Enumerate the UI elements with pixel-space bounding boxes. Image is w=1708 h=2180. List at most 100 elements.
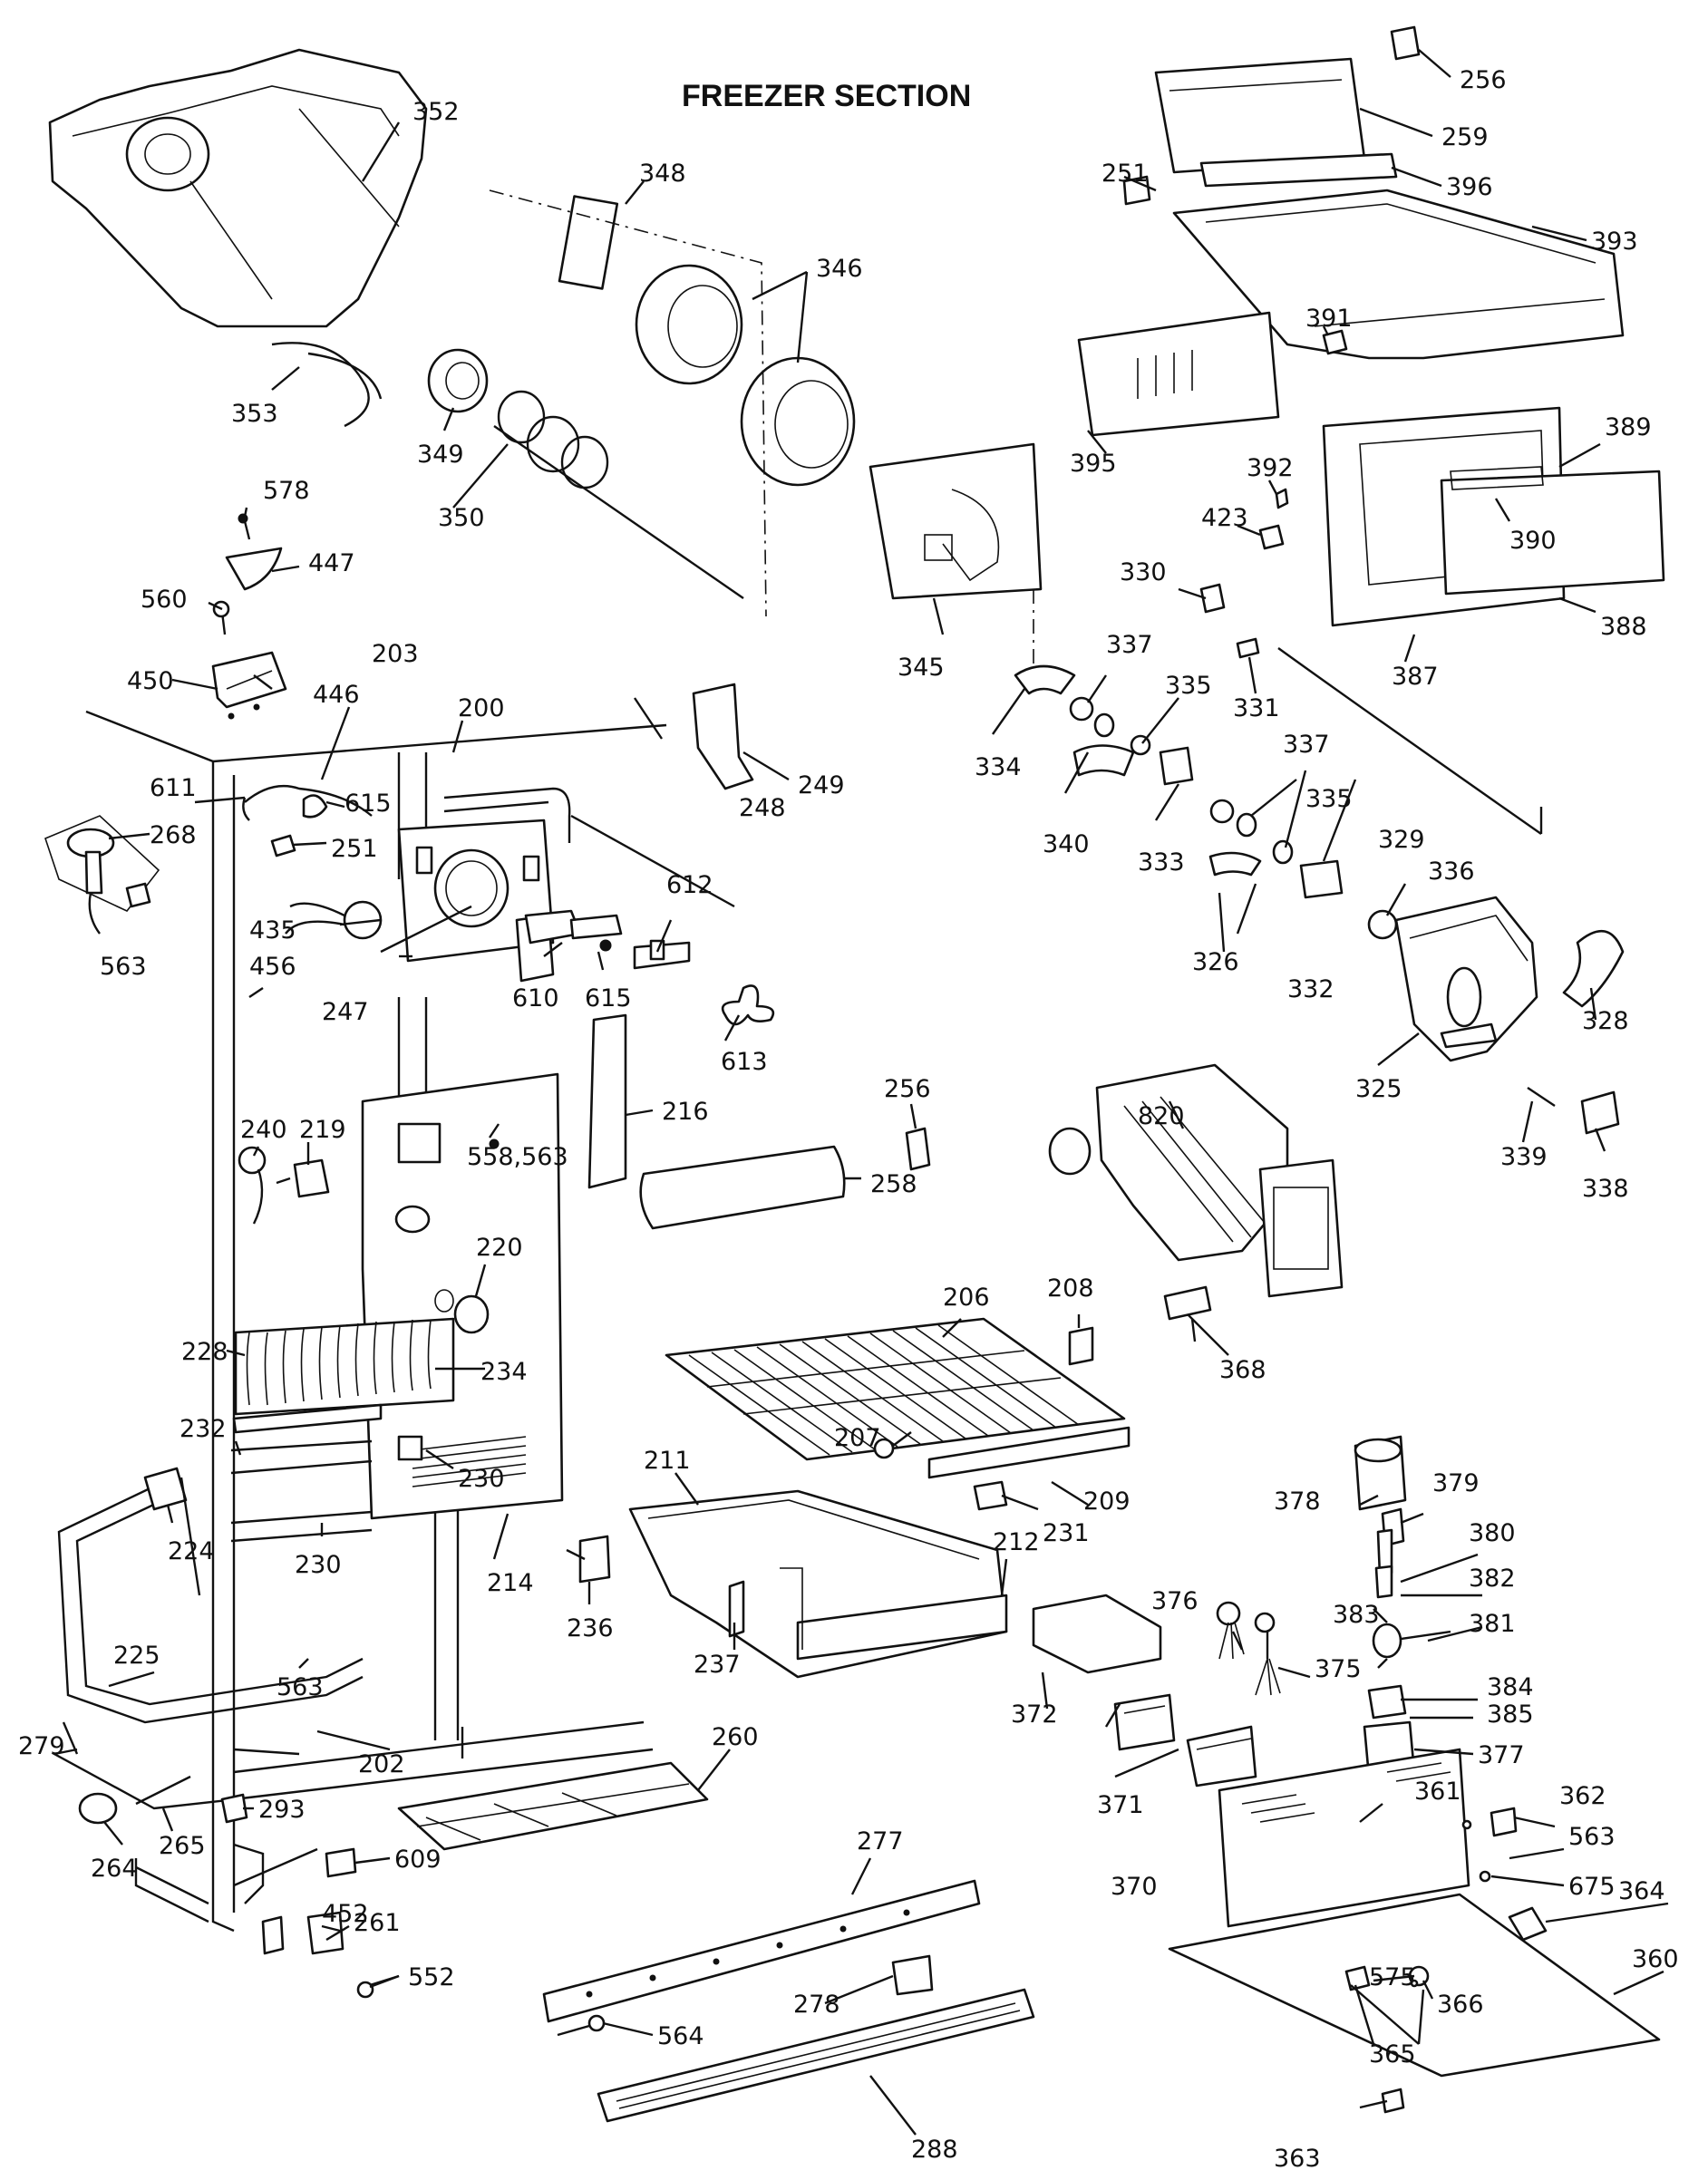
part-label: 385: [1487, 1700, 1534, 1729]
part-label: 293: [258, 1796, 306, 1824]
part-label: 365: [1369, 2040, 1416, 2069]
part-label: 435: [249, 916, 296, 945]
part-label: 340: [1043, 830, 1090, 858]
part-label: 288: [911, 2136, 958, 2164]
part-label: 560: [141, 586, 188, 614]
part-label: 675: [1568, 1873, 1616, 1901]
part-label: 337: [1106, 631, 1153, 659]
part-label: 563: [100, 953, 147, 981]
part-label: 447: [308, 549, 355, 577]
part-label: 552: [408, 1963, 455, 1991]
part-label: 203: [372, 640, 419, 668]
part-label: 380: [1469, 1519, 1516, 1547]
part-label: 208: [1047, 1274, 1094, 1303]
part-label: 558,563: [467, 1143, 568, 1171]
part-label: 232: [180, 1415, 227, 1443]
part-label: 371: [1097, 1791, 1144, 1819]
evaporator-coil: [232, 1317, 455, 1434]
part-label: 353: [231, 400, 278, 428]
part-label: 382: [1469, 1565, 1516, 1593]
part-label: 260: [712, 1723, 759, 1751]
part-label: 279: [18, 1732, 65, 1760]
part-label: 615: [345, 790, 392, 818]
part-label: 334: [975, 753, 1022, 781]
part-label: 376: [1151, 1587, 1199, 1615]
part-label: 578: [263, 477, 310, 505]
part-label: 216: [662, 1098, 709, 1126]
part-label: 228: [181, 1338, 228, 1366]
part-label: 331: [1233, 694, 1280, 722]
part-label: 200: [458, 694, 505, 722]
wire-shelf-206: [665, 1317, 1131, 1479]
part-label: 389: [1605, 413, 1652, 441]
part-label: 345: [898, 654, 945, 682]
part-label: 251: [331, 835, 378, 863]
part-label: 211: [644, 1447, 691, 1475]
part-label: 387: [1392, 663, 1439, 691]
part-label: 339: [1500, 1143, 1548, 1171]
part-label: 258: [870, 1170, 917, 1198]
part-label: 265: [159, 1832, 206, 1860]
part-label: 268: [150, 821, 197, 849]
part-label: 384: [1487, 1673, 1534, 1701]
part-label: 377: [1478, 1741, 1525, 1769]
part-label: 209: [1083, 1487, 1131, 1516]
part-label: 615: [585, 984, 632, 1012]
part-label: 337: [1283, 731, 1330, 759]
part-label: 613: [721, 1048, 768, 1076]
part-label: 247: [322, 998, 369, 1026]
part-label: 219: [299, 1116, 346, 1144]
part-label: 450: [127, 667, 174, 695]
part-label: 349: [417, 441, 464, 469]
part-label: 335: [1165, 672, 1212, 700]
part-label: 261: [354, 1909, 401, 1937]
part-label: 393: [1591, 228, 1638, 256]
part-label: 214: [487, 1569, 534, 1597]
part-label: 230: [458, 1465, 505, 1493]
part-label: 564: [657, 2022, 704, 2050]
part-label: 251: [1101, 160, 1149, 188]
part-label: 396: [1446, 173, 1493, 201]
part-label: 452: [322, 1900, 369, 1928]
part-label: 256: [884, 1075, 931, 1103]
icemaker-820: [1048, 1063, 1344, 1298]
part-label: 240: [240, 1116, 287, 1144]
part-label: 368: [1219, 1356, 1266, 1384]
part-label: 352: [412, 98, 460, 126]
part-label: 248: [739, 794, 786, 822]
part-label: 207: [834, 1424, 881, 1452]
part-label: 332: [1287, 975, 1334, 1003]
freezer-bin-211: [628, 1489, 1008, 1679]
part-label: 360: [1632, 1945, 1679, 1973]
part-label: 230: [295, 1551, 342, 1579]
part-label: 563: [277, 1673, 324, 1701]
part-label: 346: [816, 255, 863, 283]
part-label: 383: [1333, 1601, 1380, 1629]
part-drawings: [44, 25, 1665, 2123]
part-label: 264: [91, 1855, 138, 1883]
part-label: 456: [249, 953, 296, 981]
ice-bucket-352: [48, 48, 428, 428]
part-label: 206: [943, 1284, 990, 1312]
part-label: 820: [1138, 1102, 1185, 1130]
part-label: 563: [1568, 1823, 1616, 1851]
part-label: 611: [150, 774, 197, 802]
part-label: 350: [438, 504, 485, 532]
part-label: 348: [639, 160, 686, 188]
part-label: 575: [1369, 1963, 1416, 1991]
part-label: 234: [480, 1358, 528, 1386]
part-label: 328: [1582, 1007, 1629, 1035]
leader-lines: [62, 49, 1669, 2136]
part-label: 609: [394, 1846, 442, 1874]
part-label: 224: [168, 1537, 215, 1565]
part-label: 378: [1274, 1487, 1321, 1516]
part-label: 381: [1469, 1610, 1516, 1638]
part-label: 237: [694, 1651, 741, 1679]
part-label: 225: [113, 1642, 160, 1670]
part-label: 335: [1305, 785, 1353, 813]
part-label: 362: [1559, 1782, 1606, 1810]
part-label: 375: [1315, 1655, 1362, 1683]
part-label: 249: [798, 771, 845, 799]
part-label: 372: [1011, 1700, 1058, 1729]
